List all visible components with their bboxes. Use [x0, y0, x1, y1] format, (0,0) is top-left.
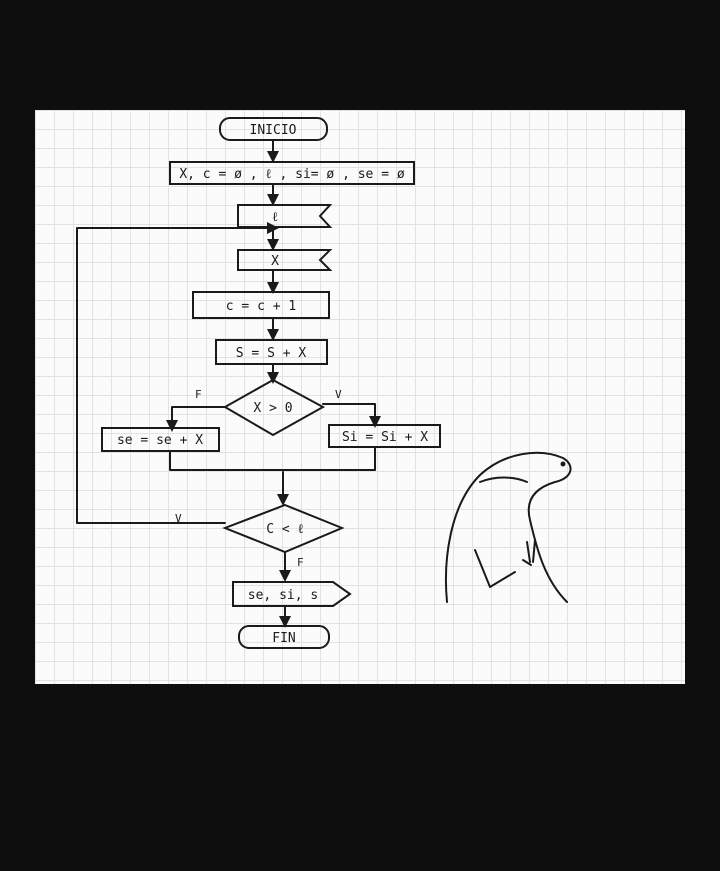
- false-branch-arrow: [166, 406, 226, 432]
- decision1-label: X > 0: [253, 401, 292, 416]
- init-box: X, c = ø , ℓ , si= ø , se = ø: [169, 161, 415, 185]
- read-l-label: ℓ: [272, 210, 278, 225]
- doodle-character: [444, 451, 572, 603]
- sum-box: S = S + X: [215, 339, 328, 365]
- loop-back-arrow: [76, 222, 279, 524]
- branch-false-label: se = se + X: [117, 433, 203, 448]
- end-label: FIN: [272, 631, 295, 646]
- input-l: ℓ: [237, 204, 333, 228]
- start-terminal: INICIO: [219, 117, 328, 141]
- decision-loop: C < ℓ: [222, 503, 345, 554]
- branch-true-label: Si = Si + X: [342, 430, 428, 445]
- output-box: se, si, s: [232, 581, 352, 607]
- si-box: Si = Si + X: [328, 424, 441, 448]
- merge-line: [169, 446, 376, 471]
- graph-paper: INICIO X, c = ø , ℓ , si= ø , se = ø ℓ X…: [35, 110, 685, 684]
- flowchart: INICIO X, c = ø , ℓ , si= ø , se = ø ℓ X…: [76, 117, 572, 649]
- counter-box: c = c + 1: [192, 291, 330, 319]
- decision2-true-label: V: [175, 512, 182, 525]
- true-branch-arrow: [322, 403, 381, 428]
- read-x-label: X: [271, 254, 279, 269]
- output-label: se, si, s: [248, 588, 318, 603]
- init-label: X, c = ø , ℓ , si= ø , se = ø: [179, 167, 405, 182]
- input-x: X: [237, 249, 333, 271]
- decision-x-positive: X > 0: [222, 378, 326, 437]
- decision1-false-label: F: [195, 388, 202, 401]
- decision2-false-label: F: [297, 556, 304, 569]
- decision1-true-label: V: [335, 388, 342, 401]
- decision2-label: C < ℓ: [266, 522, 304, 537]
- sum-label: S = S + X: [236, 346, 307, 361]
- counter-label: c = c + 1: [226, 299, 296, 314]
- se-box: se = se + X: [101, 427, 220, 452]
- end-terminal: FIN: [238, 625, 330, 649]
- start-label: INICIO: [250, 123, 297, 138]
